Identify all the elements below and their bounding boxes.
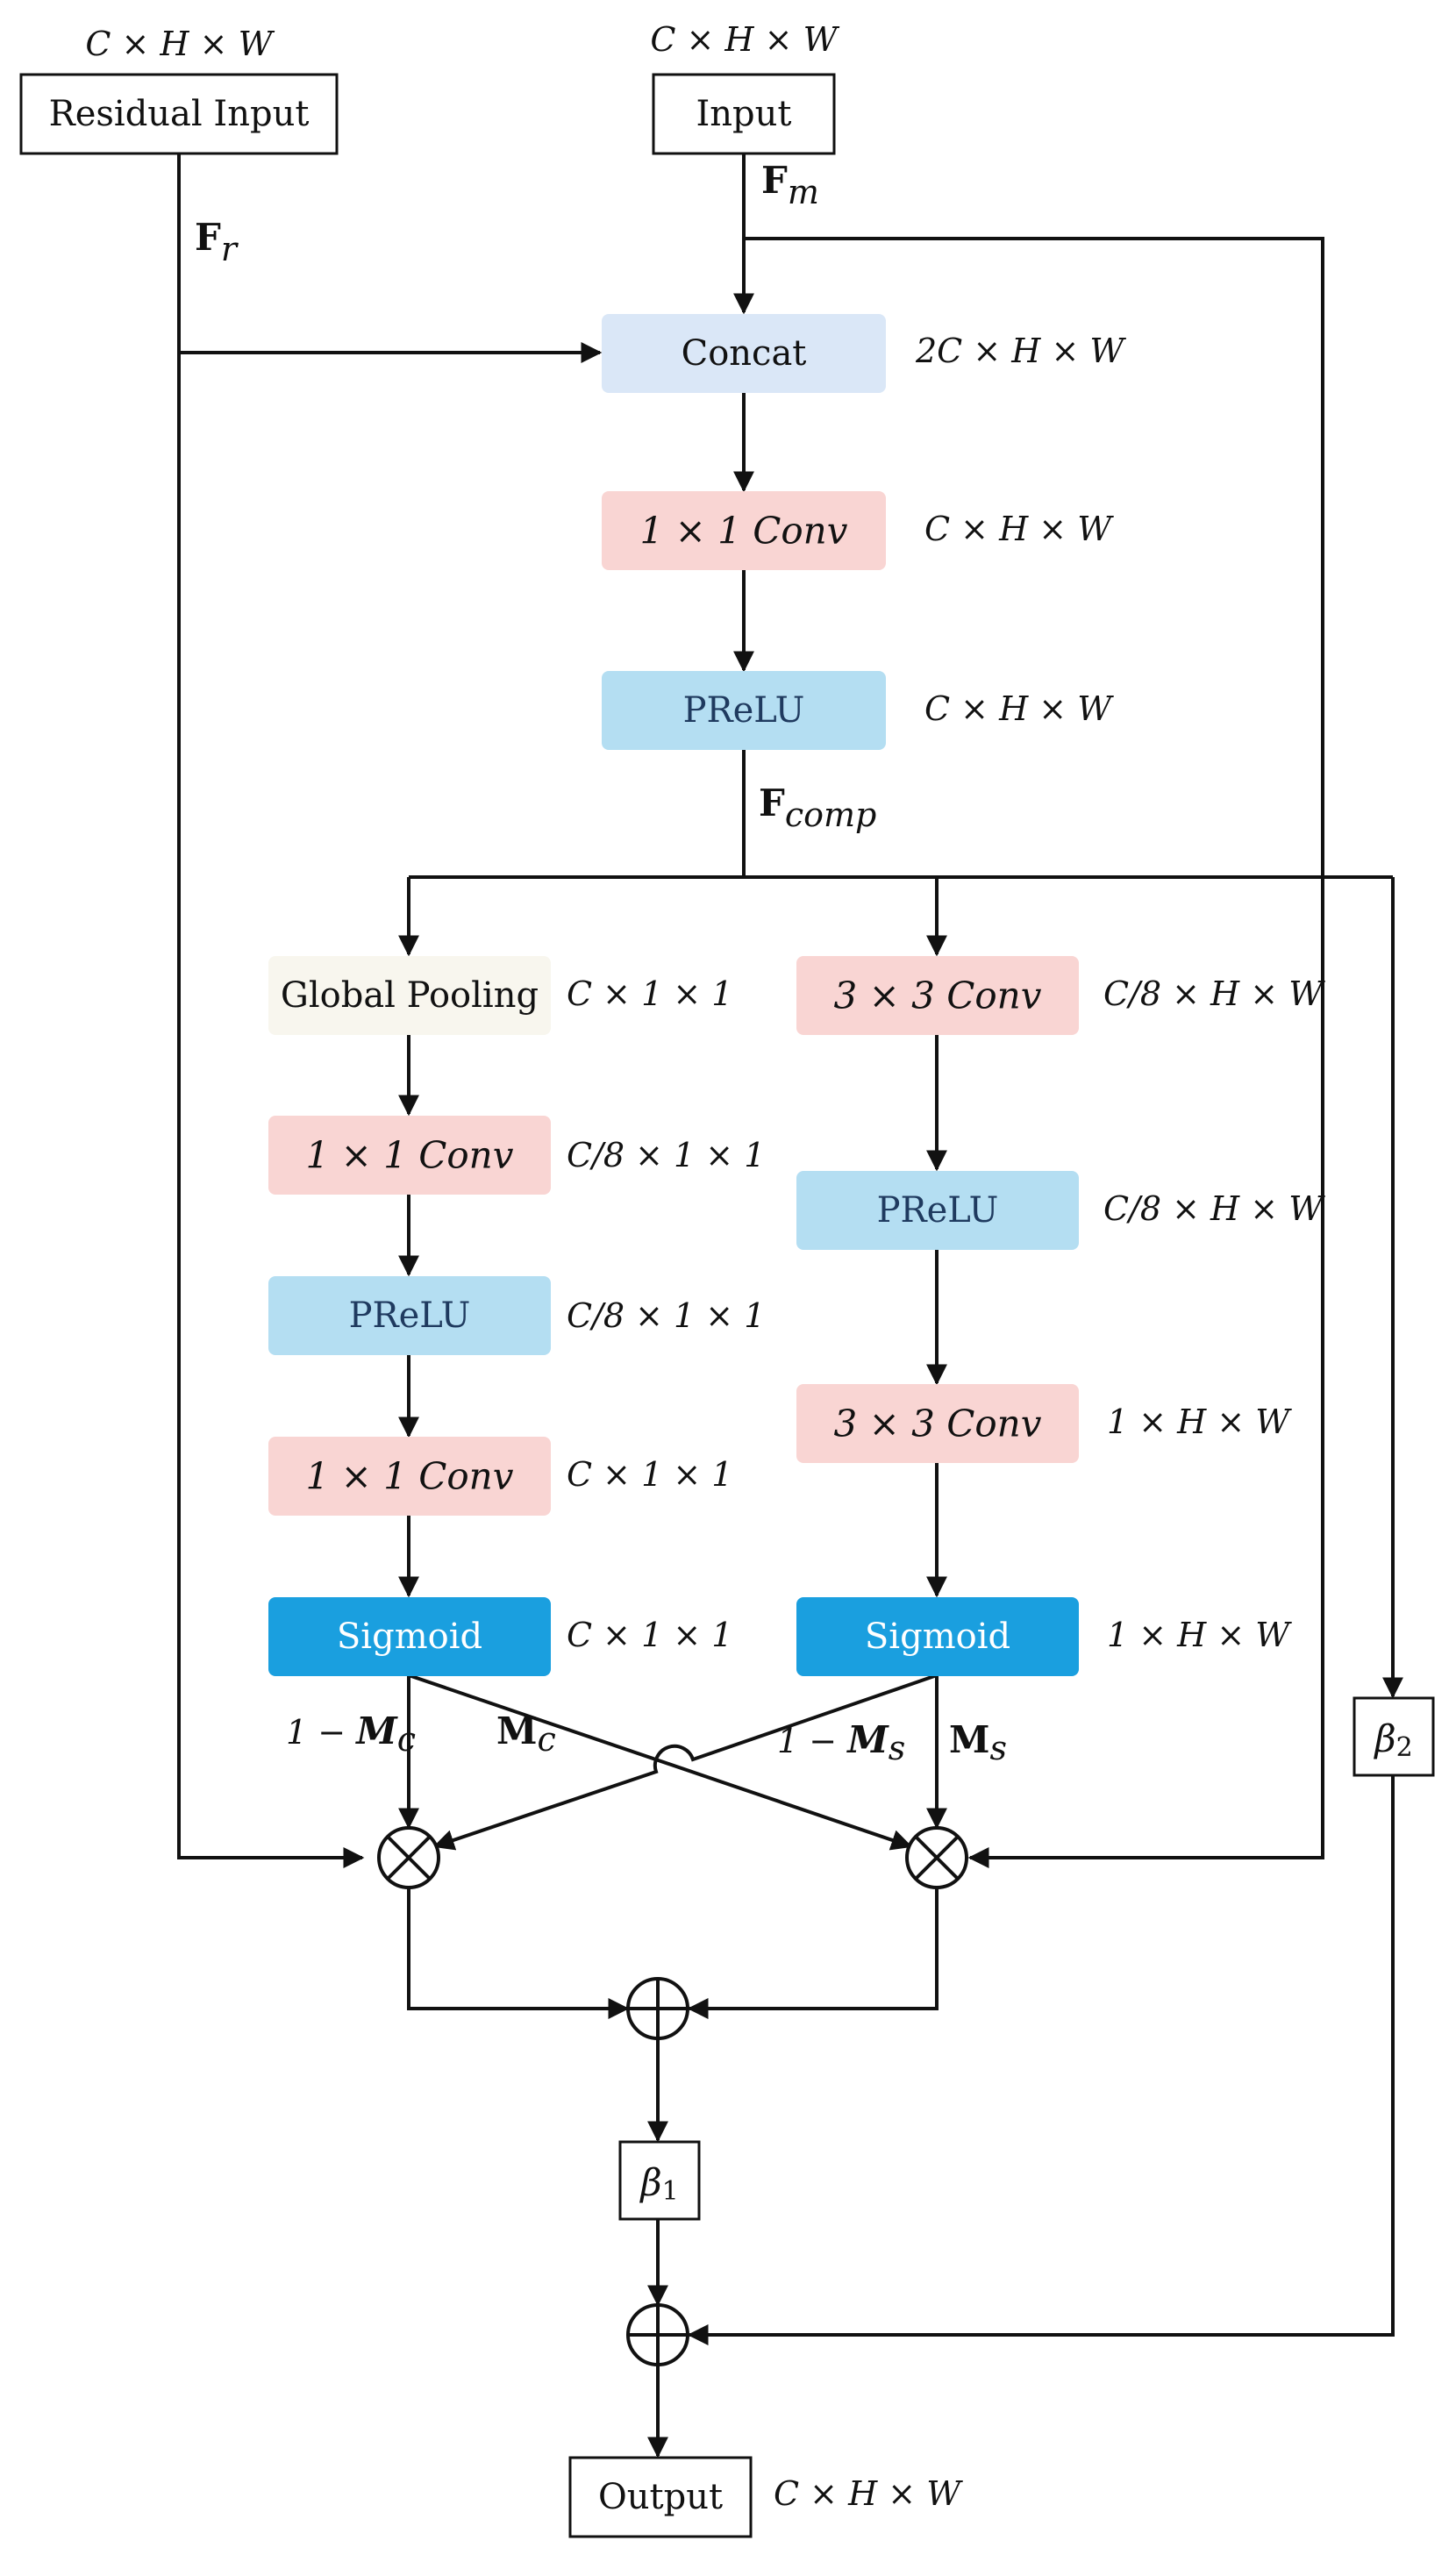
middle-add-op — [626, 1977, 689, 2040]
prelu-top-dim: C × H × W — [924, 689, 1114, 728]
sa-prelu-label: PReLU — [877, 1190, 999, 1231]
f-m-label: Fm — [761, 159, 819, 211]
output-label: Output — [598, 2477, 723, 2517]
ca-prelu-dim: C/8 × 1 × 1 — [567, 1296, 765, 1335]
sa-sigmoid-dim: 1 × H × W — [1107, 1616, 1292, 1654]
mc-label: Mc — [496, 1709, 556, 1759]
ms-label: Ms — [949, 1718, 1007, 1767]
output-node: Output — [568, 2456, 753, 2538]
sa-sigmoid-label: Sigmoid — [865, 1617, 1010, 1657]
prelu-top-node: PReLU — [602, 671, 886, 750]
right-multiply-op — [905, 1826, 968, 1889]
one-minus-mc-label: 1 − Mc — [286, 1709, 416, 1759]
sa-prelu-node: PReLU — [796, 1171, 1079, 1250]
left-multiply-op — [377, 1826, 440, 1889]
ca-conv2-label: 1 × 1 Conv — [306, 1455, 514, 1498]
beta2-node: β2 — [1353, 1696, 1435, 1777]
ca-conv2-node: 1 × 1 Conv — [268, 1437, 551, 1516]
edge-input-right-rail — [744, 237, 1324, 1868]
ca-sigmoid-node: Sigmoid — [268, 1597, 551, 1676]
connections — [177, 153, 1403, 2459]
sa-prelu-dim: C/8 × H × W — [1103, 1189, 1325, 1228]
f-r-label: Fr — [195, 216, 239, 268]
ca-prelu-node: PReLU — [268, 1276, 551, 1355]
one-minus-ms-label: 1 − Ms — [777, 1718, 905, 1767]
input-node: Input — [652, 73, 836, 155]
edge-left-mult-to-add — [407, 1888, 630, 2019]
input-label: Input — [696, 94, 791, 134]
edge-residual-rail — [177, 153, 365, 1868]
prelu-top-label: PReLU — [683, 690, 805, 731]
concat-node: Concat — [602, 314, 886, 393]
edge-right-mult-to-add — [687, 1888, 939, 2019]
edge-one-minus-ms-cross — [432, 1674, 938, 1851]
residual-input-dim: C × H × W — [85, 25, 275, 63]
edge-beta2-to-final-add — [687, 1774, 1395, 2345]
sa-conv1-dim: C/8 × H × W — [1103, 974, 1325, 1013]
sa-sigmoid-node: Sigmoid — [796, 1597, 1079, 1676]
f-comp-label: Fcomp — [759, 781, 876, 834]
output-dim: C × H × W — [774, 2474, 963, 2513]
global-pooling-dim: C × 1 × 1 — [567, 974, 732, 1013]
input-dim: C × H × W — [650, 20, 839, 59]
conv1x1-top-dim: C × H × W — [924, 510, 1114, 548]
sa-conv2-dim: 1 × H × W — [1107, 1402, 1292, 1441]
residual-input-node: Residual Input — [19, 73, 339, 155]
edge-mc-cross — [408, 1674, 913, 1851]
ca-prelu-label: PReLU — [349, 1295, 471, 1336]
global-pooling-node: Global Pooling — [268, 956, 551, 1035]
ca-sigmoid-dim: C × 1 × 1 — [567, 1616, 732, 1654]
ca-conv1-label: 1 × 1 Conv — [306, 1134, 514, 1177]
ca-sigmoid-label: Sigmoid — [337, 1617, 482, 1657]
sa-conv2-label: 3 × 3 Conv — [834, 1402, 1042, 1445]
conv1x1-top-label: 1 × 1 Conv — [640, 510, 848, 553]
beta1-node: β1 — [618, 2140, 701, 2221]
ca-conv1-dim: C/8 × 1 × 1 — [567, 1136, 765, 1174]
conv1x1-top-node: 1 × 1 Conv — [602, 491, 886, 570]
sa-conv1-label: 3 × 3 Conv — [834, 974, 1042, 1017]
concat-dim: 2C × H × W — [915, 332, 1126, 370]
sa-conv1-node: 3 × 3 Conv — [796, 956, 1079, 1035]
global-pooling-label: Global Pooling — [281, 975, 539, 1016]
concat-label: Concat — [682, 333, 807, 374]
residual-input-label: Residual Input — [49, 94, 310, 134]
ca-conv1-node: 1 × 1 Conv — [268, 1116, 551, 1195]
sa-conv2-node: 3 × 3 Conv — [796, 1384, 1079, 1463]
ca-conv2-dim: C × 1 × 1 — [567, 1455, 732, 1494]
final-add-op — [626, 2303, 689, 2366]
